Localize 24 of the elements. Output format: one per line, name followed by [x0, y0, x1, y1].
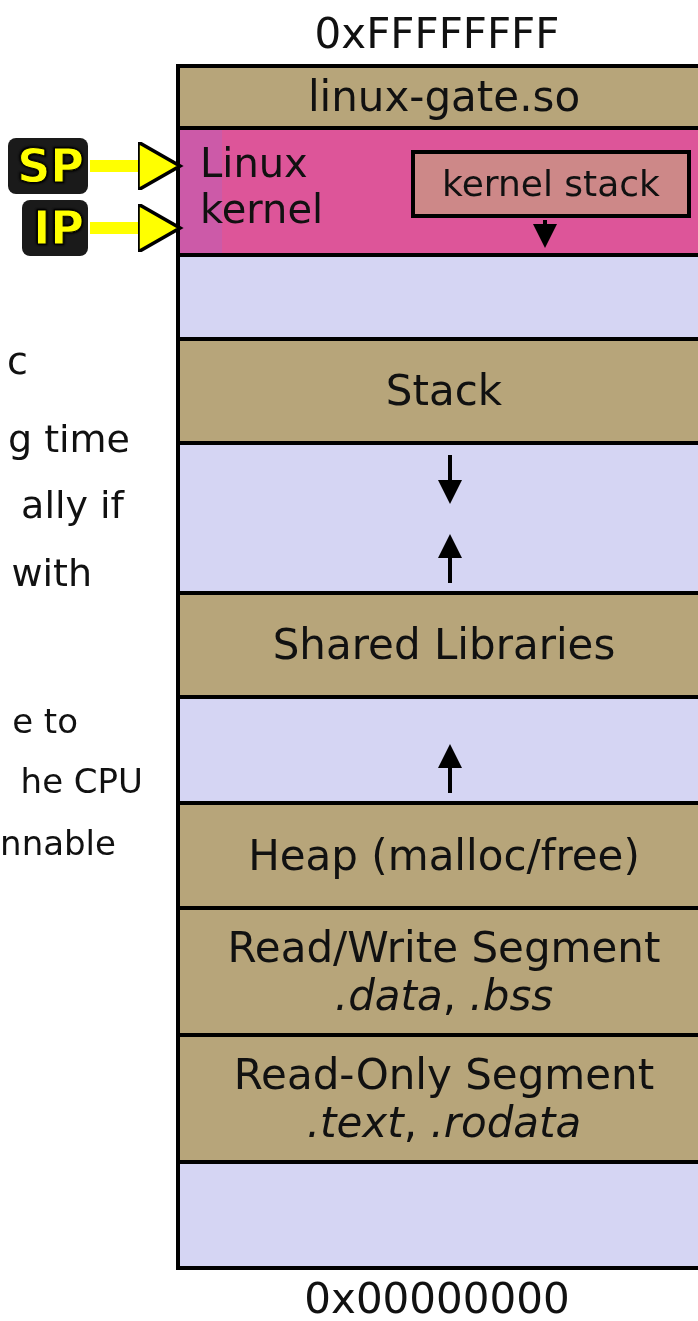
address-label: 0x00000000: [303, 1275, 571, 1321]
text-fragment: g time: [7, 418, 130, 462]
section-names: .text, .rodata: [306, 1098, 582, 1146]
segment-label: kernel stack: [441, 163, 661, 205]
segment-label: Shared Libraries: [271, 621, 617, 669]
segment-label: Read-Only Segment: [232, 1051, 656, 1099]
text-fragment: nnable: [0, 824, 116, 864]
segment-label: Linux kernel: [200, 140, 325, 232]
segment-label: linux-gate.so: [306, 73, 582, 121]
text-fragment: with: [11, 552, 92, 596]
pointer-arrow: [90, 140, 182, 192]
address-label: 0xFFFFFFFF: [313, 10, 561, 59]
kernel-stack-box: [411, 150, 691, 218]
text-fragment: e to: [12, 702, 78, 742]
text-fragment: ally if: [21, 484, 124, 528]
text-fragment: c: [7, 340, 28, 384]
segment-label: Heap (malloc/free): [247, 831, 641, 879]
segment-label: Stack: [384, 367, 504, 415]
text-fragment: he CPU: [20, 762, 143, 802]
register-label: SP: [8, 138, 88, 194]
segment-label: Read/Write Segment: [226, 924, 662, 972]
pointer-arrow: [90, 202, 182, 254]
section-names: .data, .bss: [333, 971, 554, 1019]
register-label: IP: [22, 200, 88, 256]
